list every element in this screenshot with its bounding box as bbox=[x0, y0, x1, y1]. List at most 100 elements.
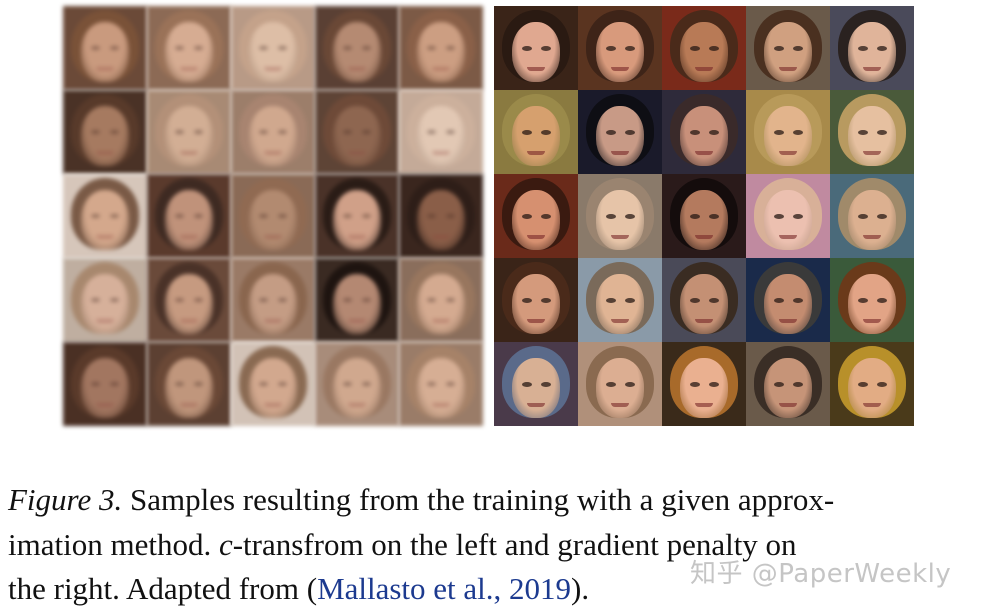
face-eye bbox=[606, 130, 616, 135]
face-eye bbox=[194, 382, 203, 386]
right-face-sample bbox=[494, 6, 578, 90]
face-mouth bbox=[779, 235, 797, 239]
face-eye bbox=[194, 298, 203, 302]
face-skin bbox=[596, 106, 644, 166]
left-face-sample bbox=[231, 90, 315, 174]
face-eye bbox=[858, 382, 868, 387]
left-face-sample bbox=[315, 174, 399, 258]
face-mouth bbox=[180, 403, 198, 407]
face-mouth bbox=[611, 67, 629, 71]
right-sample-grid bbox=[494, 6, 914, 426]
left-face-sample bbox=[63, 6, 147, 90]
face-mouth bbox=[264, 67, 282, 71]
face-mouth bbox=[527, 319, 545, 323]
face-skin bbox=[81, 358, 129, 418]
face-eye bbox=[343, 382, 352, 386]
left-face-sample bbox=[63, 174, 147, 258]
face-skin bbox=[848, 190, 896, 250]
left-sample-grid bbox=[63, 6, 483, 426]
face-mouth bbox=[863, 151, 881, 155]
left-face-sample bbox=[231, 258, 315, 342]
face-eye bbox=[793, 214, 803, 219]
right-face-sample bbox=[746, 90, 830, 174]
left-face-sample bbox=[399, 174, 483, 258]
right-face-sample bbox=[578, 174, 662, 258]
face-skin bbox=[249, 106, 297, 166]
face-mouth bbox=[611, 235, 629, 239]
face-eye bbox=[606, 382, 616, 387]
face-skin bbox=[333, 190, 381, 250]
face-eye bbox=[446, 298, 455, 302]
face-eye bbox=[541, 130, 551, 135]
face-eye bbox=[175, 46, 184, 50]
face-eye bbox=[793, 46, 803, 51]
face-eye bbox=[774, 46, 784, 51]
face-mouth bbox=[779, 403, 797, 407]
caption-variable: c bbox=[218, 526, 233, 562]
face-skin bbox=[165, 106, 213, 166]
face-eye bbox=[194, 130, 203, 134]
face-mouth bbox=[695, 403, 713, 407]
right-face-sample bbox=[662, 174, 746, 258]
face-skin bbox=[333, 106, 381, 166]
face-eye bbox=[522, 130, 532, 135]
face-eye bbox=[606, 46, 616, 51]
face-skin bbox=[249, 274, 297, 334]
face-eye bbox=[625, 214, 635, 219]
left-face-sample bbox=[399, 258, 483, 342]
face-eye bbox=[175, 214, 184, 218]
face-eye bbox=[877, 46, 887, 51]
face-eye bbox=[362, 214, 371, 218]
face-skin bbox=[81, 22, 129, 82]
caption-line-2-post: -transfrom on the left and gradient pena… bbox=[232, 526, 797, 562]
face-eye bbox=[709, 298, 719, 303]
face-eye bbox=[793, 382, 803, 387]
face-mouth bbox=[432, 319, 450, 323]
face-eye bbox=[362, 46, 371, 50]
face-eye bbox=[446, 382, 455, 386]
face-mouth bbox=[695, 151, 713, 155]
face-eye bbox=[625, 130, 635, 135]
left-face-sample bbox=[231, 6, 315, 90]
caption-line-2-pre: imation method. bbox=[8, 526, 219, 562]
face-eye bbox=[278, 130, 287, 134]
face-eye bbox=[793, 130, 803, 135]
face-eye bbox=[877, 214, 887, 219]
face-eye bbox=[446, 214, 455, 218]
face-skin bbox=[333, 358, 381, 418]
right-face-sample bbox=[494, 342, 578, 426]
face-mouth bbox=[264, 151, 282, 155]
face-eye bbox=[541, 382, 551, 387]
right-face-sample bbox=[578, 90, 662, 174]
face-eye bbox=[774, 382, 784, 387]
left-face-sample bbox=[147, 258, 231, 342]
face-mouth bbox=[527, 67, 545, 71]
face-eye bbox=[625, 46, 635, 51]
face-skin bbox=[81, 106, 129, 166]
face-eye bbox=[625, 298, 635, 303]
caption-line-1: Samples resulting from the training with… bbox=[122, 482, 835, 517]
right-face-sample bbox=[494, 258, 578, 342]
face-eye bbox=[858, 298, 868, 303]
face-skin bbox=[333, 22, 381, 82]
right-face-sample bbox=[746, 6, 830, 90]
face-mouth bbox=[779, 67, 797, 71]
face-skin bbox=[81, 190, 129, 250]
face-skin bbox=[596, 22, 644, 82]
face-eye bbox=[110, 130, 119, 134]
face-eye bbox=[259, 298, 268, 302]
face-mouth bbox=[264, 403, 282, 407]
face-eye bbox=[110, 46, 119, 50]
face-skin bbox=[848, 22, 896, 82]
face-eye bbox=[343, 298, 352, 302]
right-face-sample bbox=[830, 174, 914, 258]
face-mouth bbox=[863, 319, 881, 323]
left-face-sample bbox=[63, 342, 147, 426]
face-eye bbox=[877, 298, 887, 303]
right-face-sample bbox=[830, 90, 914, 174]
face-eye bbox=[522, 382, 532, 387]
right-face-sample bbox=[662, 342, 746, 426]
left-face-sample bbox=[231, 342, 315, 426]
face-eye bbox=[91, 298, 100, 302]
citation-link[interactable]: Mallasto et al., 2019 bbox=[317, 571, 572, 606]
